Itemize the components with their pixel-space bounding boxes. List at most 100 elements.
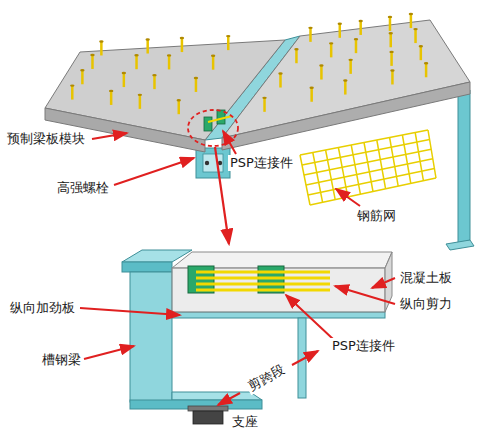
rebar [300,155,310,205]
psp-connectors-part [196,271,330,274]
psp-connectors-part [196,289,330,292]
stud-head [308,27,312,29]
stud-head [109,90,113,92]
stud-head [226,35,230,37]
detail-callout-part [215,147,229,244]
stud-shank [110,91,113,105]
leader-arrows-part [336,189,360,206]
beam-ends-part [203,154,223,172]
stud-shank [279,74,282,88]
stud-shank [100,41,103,55]
stud [354,38,358,53]
stud [338,23,342,38]
stud-head [409,13,413,15]
stud-shank [355,39,358,53]
stud [226,35,230,50]
stud-head [329,42,333,44]
leader-arrows-part [92,133,127,139]
stud-shank [181,38,184,52]
callout-label: 剪跨段 [244,361,289,395]
stud-shank [330,43,333,57]
callout-label: 预制梁板模块 [5,131,87,147]
stud-shank [295,49,298,63]
psp-plates-top-part [204,117,212,131]
stud-shank [320,66,323,80]
stud [409,13,413,28]
detail-callout [188,110,238,244]
stud-head [424,62,428,64]
stud [145,38,149,53]
stud-head [167,54,171,56]
stud-head [134,54,138,56]
stud [388,16,392,31]
callout-label: 支座 [230,414,260,430]
stud [109,90,113,105]
stud-head [180,37,184,39]
callout-label: 纵向剪力 [398,296,454,312]
stud-shank [339,24,342,38]
stud-shank [153,75,156,89]
rebar [306,159,433,185]
stiffeners-part [172,312,385,318]
rebar [338,148,347,197]
leader-arrows-part [84,346,134,359]
stud-head [99,40,103,42]
stud-shank [81,70,84,84]
stud-shank [309,28,312,42]
stud [167,54,171,69]
stud-shank [178,100,181,114]
stiffeners [172,312,385,398]
stud-head [390,69,394,71]
support [188,406,228,424]
callout-label: 钢筋网 [355,208,398,224]
stud [308,27,312,42]
stud-head [70,84,74,86]
stud-shank [389,17,392,31]
stud-head [122,72,126,74]
rebar [326,150,336,200]
stud-shank [123,73,126,87]
rebar [351,145,360,194]
stud [389,32,393,47]
leader-arrows-part [335,286,395,304]
beam-ends-part [446,240,474,250]
stud-shank [227,36,230,50]
rebar [310,178,436,205]
stud-shank [146,40,149,54]
stud-head [388,16,392,18]
stud-shank [139,95,142,109]
stud [138,94,142,109]
stud-head [177,99,181,101]
stud [90,54,94,69]
channel-beam-part [172,392,262,400]
stud-head [354,38,358,40]
leader-arrows-part [223,131,236,154]
stud-head [413,28,417,30]
support-part [193,411,223,424]
stud [390,69,394,84]
stud [152,74,156,89]
psp-plates-top-part [205,161,209,165]
detail-callout-part [188,110,238,146]
leader-arrows-part [114,158,194,185]
stud-head [358,20,362,22]
rebar [304,149,431,175]
channel-beam-part [130,272,172,402]
concrete-slab [172,252,392,312]
rebar-mesh [300,130,436,205]
psp-connectors [188,266,330,293]
stud [424,62,428,77]
stud [70,84,74,99]
slab-right [222,20,470,150]
support-part [188,406,228,411]
stud-head [419,45,423,47]
callout-label: PSP连接件 [330,338,397,354]
stud [309,87,313,102]
stud [80,69,84,84]
callout-label: 槽钢梁 [40,352,83,368]
rebar [313,153,323,203]
stud-shank [168,55,171,69]
stud [278,72,282,87]
psp-connectors-part [196,283,330,286]
